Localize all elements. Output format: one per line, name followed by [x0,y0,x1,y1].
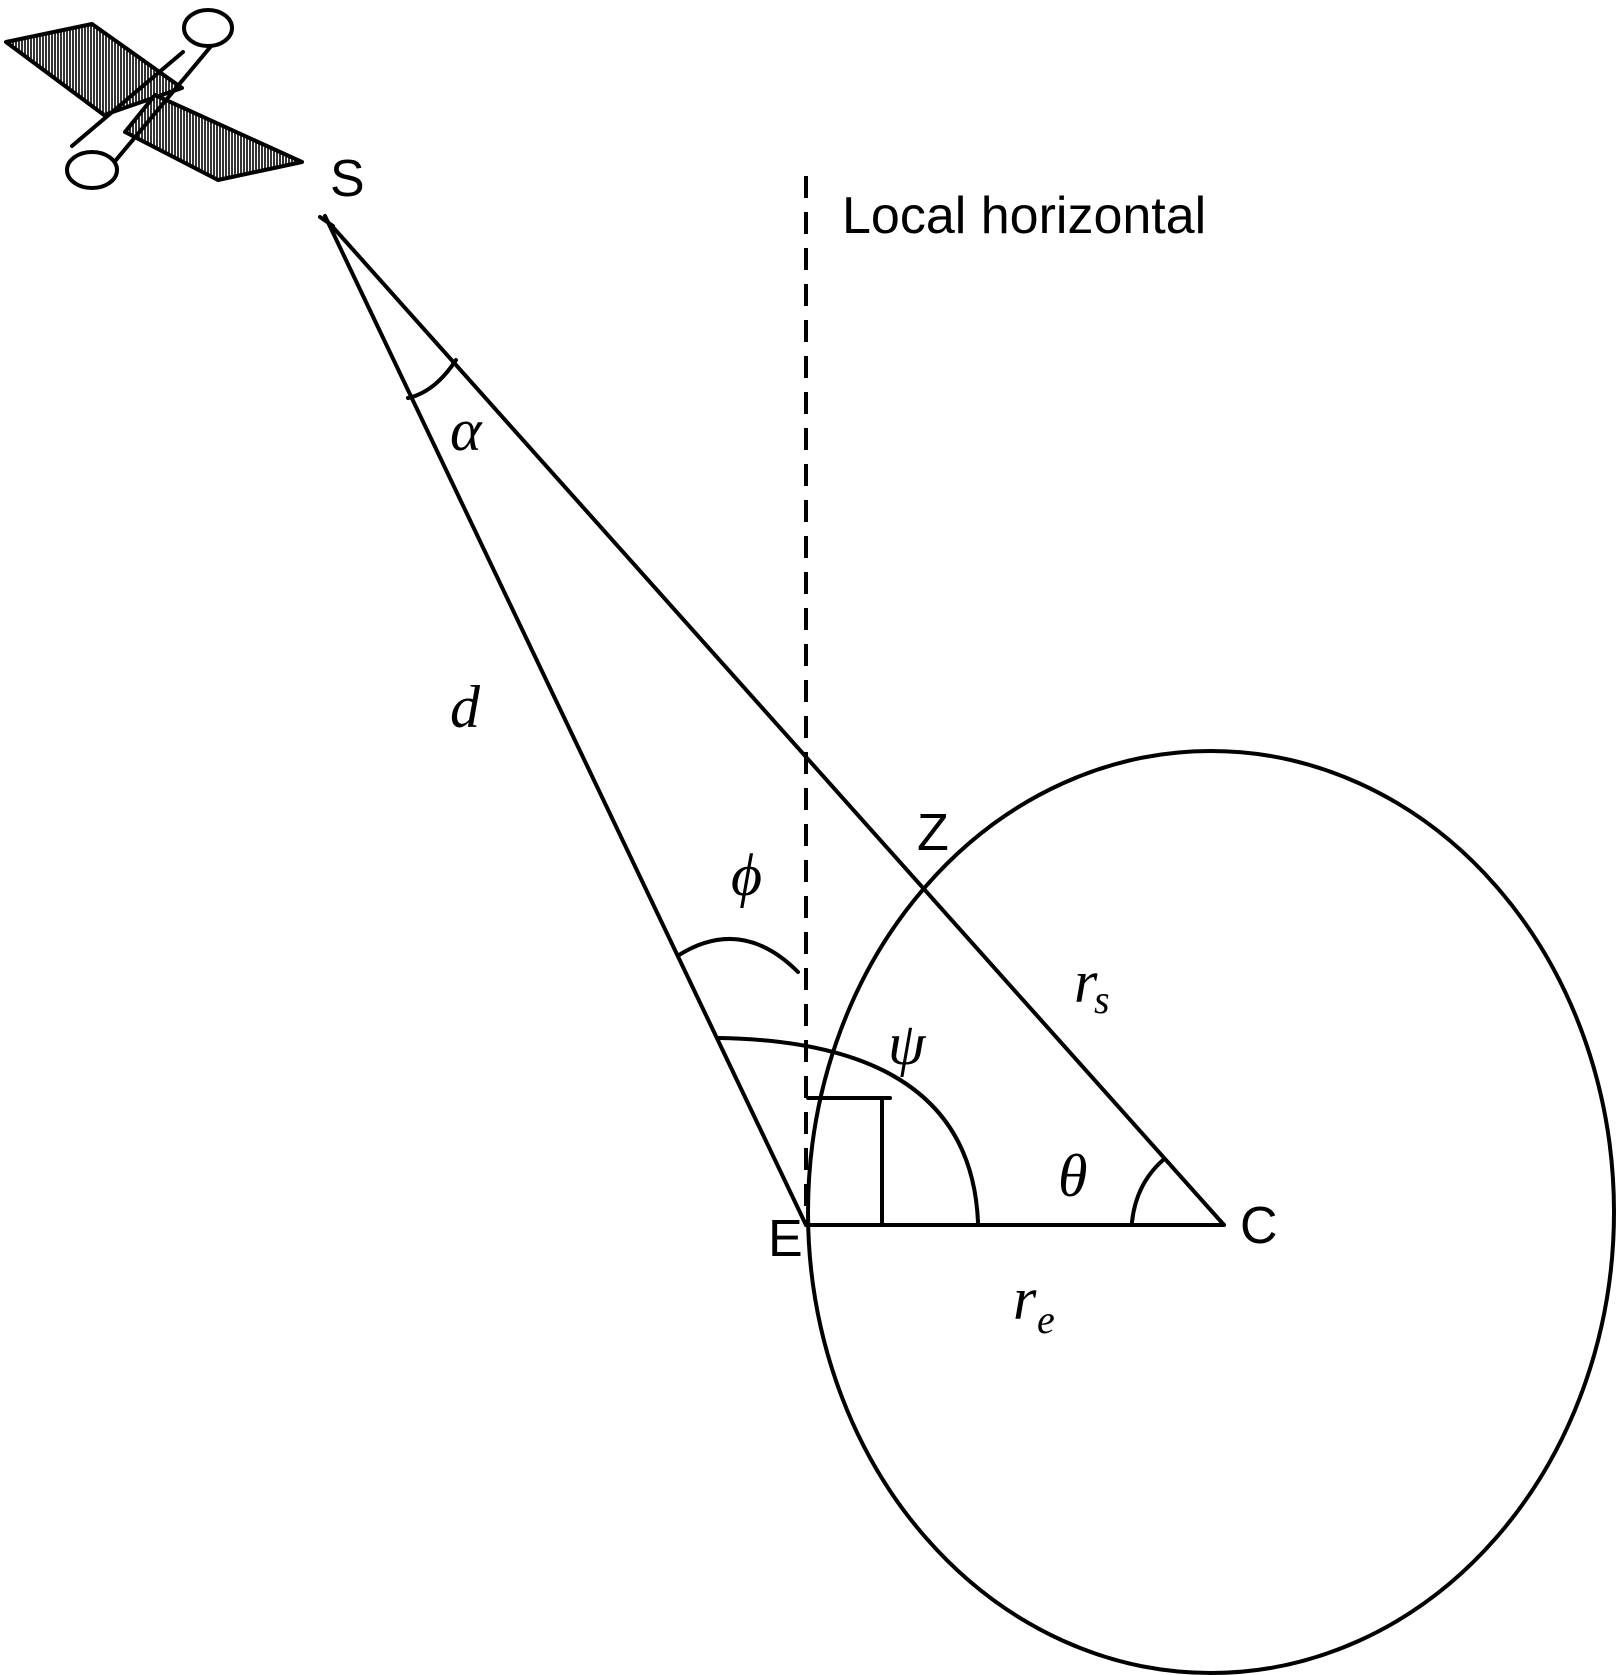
satellite-body [65,8,234,190]
label-e: E [768,1210,803,1268]
svg-text:s: s [1094,977,1110,1022]
svg-text:r: r [1074,949,1098,1015]
label-s: S [330,150,365,208]
label-theta: θ [1058,1143,1087,1209]
satellite-icon [4,8,304,190]
label-alpha: α [450,397,483,463]
label-c: C [1240,1197,1278,1255]
label-phi: ϕ [731,842,762,908]
antenna [806,1096,892,1227]
svg-text:r: r [1013,1266,1037,1332]
satellite-tick [318,215,335,228]
label-z: Z [917,804,949,862]
arc-psi [717,1036,980,1224]
label-psi: ψ [888,1011,927,1077]
svg-text:e: e [1037,1297,1055,1342]
earth-circle [806,749,1616,1675]
label-local-horizontal: Local horizontal [842,187,1206,245]
label-re: r e [1013,1266,1055,1342]
satellite-solar-panel-right [123,93,304,182]
arc-phi [677,936,800,974]
arc-alpha [406,358,458,400]
line-d-satellite-to-earth-station [323,214,808,1227]
line-rs-satellite-to-center [329,223,1226,1227]
label-rs: r s [1074,949,1110,1022]
arc-theta [1130,1158,1165,1224]
label-d: d [450,674,481,740]
